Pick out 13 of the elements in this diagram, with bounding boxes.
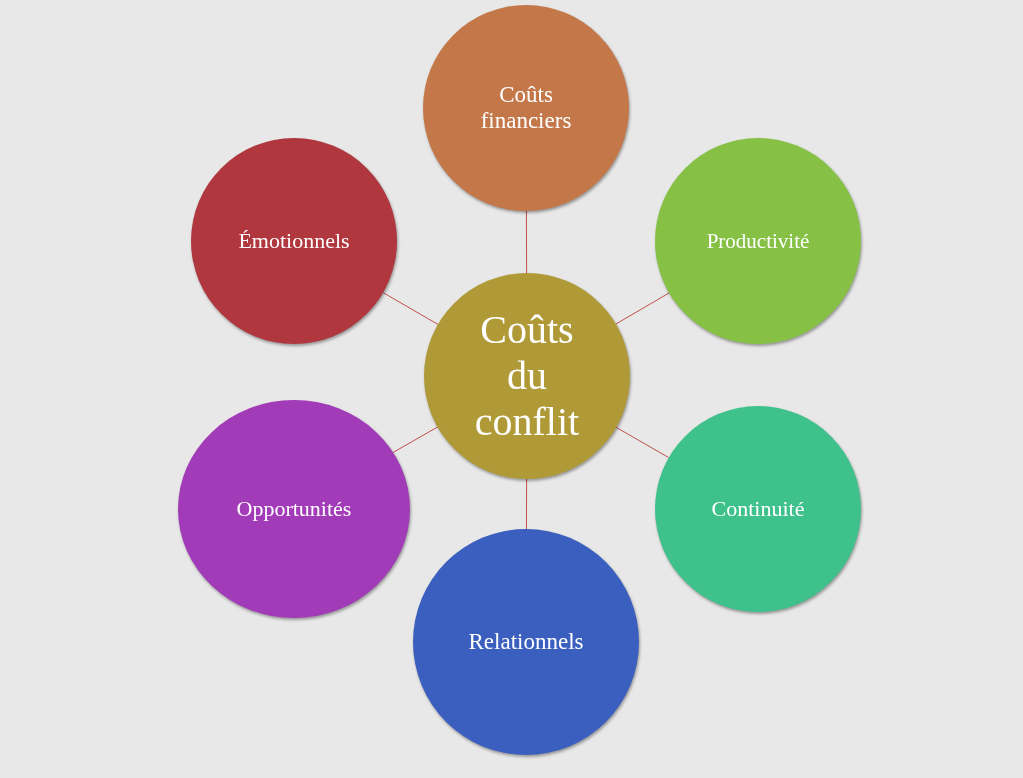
circle-label: Opportunités: [236, 496, 352, 522]
connector-line: [615, 292, 670, 325]
circle-label: Relationnels: [468, 628, 584, 656]
connector-line: [392, 426, 439, 453]
circle-label: Continuité: [711, 496, 805, 522]
connector-line: [382, 292, 439, 325]
connector-line: [525, 478, 528, 530]
circle-label: Coûts financiers: [479, 81, 573, 135]
circle-label: Émotionnels: [238, 228, 350, 254]
connector-line: [615, 426, 670, 459]
circle-label: Productivité: [706, 228, 810, 254]
circle-label: Coûts du conflit: [473, 307, 581, 445]
connector-line: [525, 210, 528, 274]
